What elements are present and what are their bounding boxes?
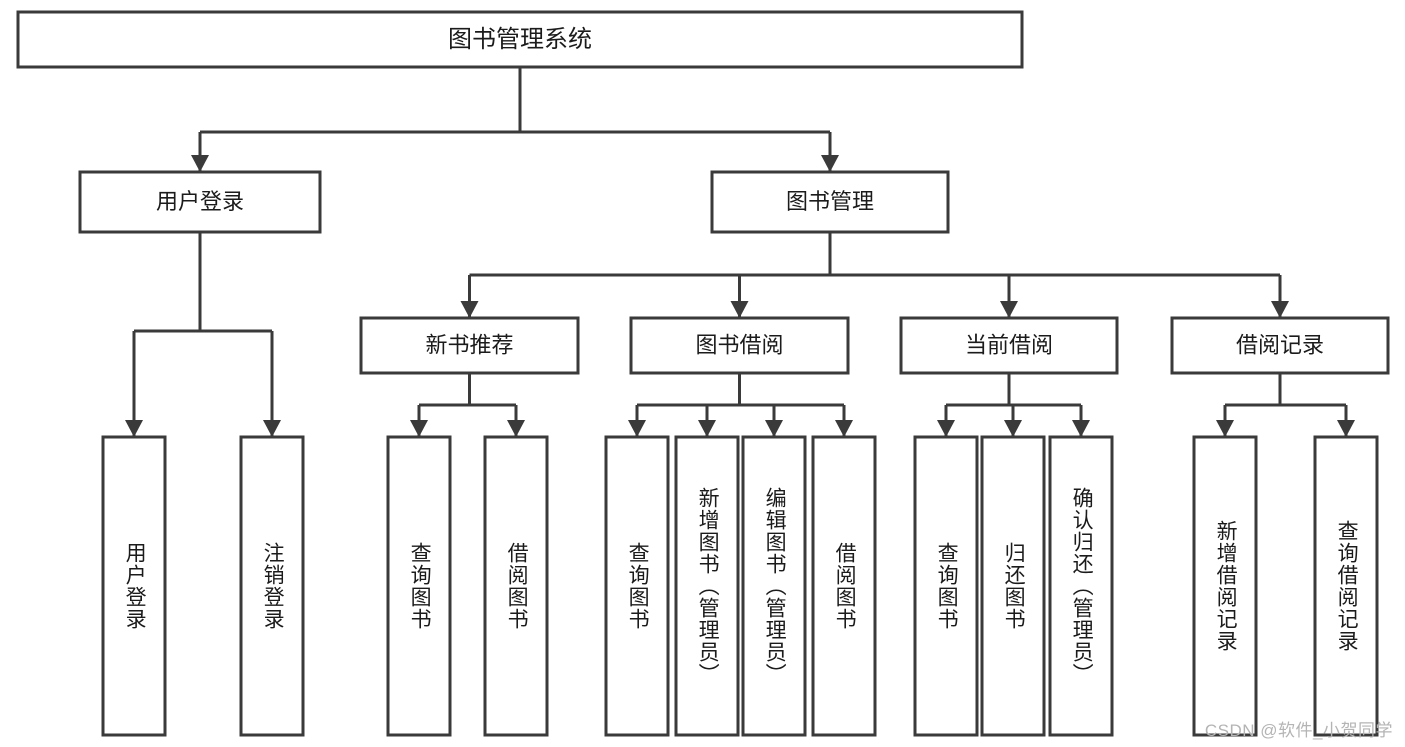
current-borrow-arrow-1 — [1004, 420, 1022, 437]
root-arrow-1 — [821, 155, 839, 172]
node-leaf-query-book-1[interactable] — [386, 435, 452, 737]
user-login-arrow-1 — [263, 420, 281, 437]
watermark-text: CSDN @软件_小贺同学 — [1204, 721, 1393, 740]
book-manage-arrow-2 — [1000, 301, 1018, 318]
node-user-login[interactable] — [78, 170, 322, 234]
node-leaf-return-book[interactable] — [980, 435, 1046, 737]
node-leaf-user-logout[interactable] — [239, 435, 305, 737]
node-borrow-record-label: 借阅记录 — [1236, 332, 1324, 357]
node-leaf-add-record[interactable] — [1192, 435, 1258, 737]
root-arrow-0 — [191, 155, 209, 172]
node-leaf-edit-book[interactable] — [741, 435, 807, 737]
node-leaf-user-login[interactable] — [101, 435, 167, 737]
current-borrow-arrow-2 — [1072, 420, 1090, 437]
book-borrow-arrow-3 — [835, 420, 853, 437]
node-book-manage-label: 图书管理 — [786, 189, 874, 214]
book-manage-arrow-0 — [460, 301, 479, 318]
new-book-recommend-arrow-0 — [410, 420, 428, 437]
node-book-manage[interactable] — [710, 170, 950, 234]
borrow-record-arrow-0 — [1216, 420, 1234, 437]
book-manage-arrow-3 — [1271, 301, 1289, 318]
current-borrow-arrow-0 — [937, 420, 955, 437]
book-borrow-arrow-1 — [698, 420, 716, 437]
node-leaf-borrow-book-2[interactable] — [811, 435, 877, 737]
node-root-label: 图书管理系统 — [448, 26, 592, 53]
node-leaf-query-record[interactable] — [1313, 435, 1379, 737]
node-leaf-confirm-return[interactable] — [1048, 435, 1114, 737]
book-manage-arrow-1 — [730, 301, 749, 318]
borrow-record-arrow-1 — [1337, 420, 1355, 437]
node-book-borrow[interactable] — [629, 316, 850, 375]
connectors-layer — [125, 67, 1355, 437]
node-leaf-add-book[interactable] — [674, 435, 740, 737]
node-book-borrow-label: 图书借阅 — [695, 332, 783, 357]
node-leaf-borrow-book-1[interactable] — [483, 435, 549, 737]
node-borrow-record[interactable] — [1170, 316, 1390, 375]
new-book-recommend-arrow-1 — [507, 420, 525, 437]
node-root[interactable] — [16, 10, 1024, 69]
book-borrow-arrow-0 — [628, 420, 646, 437]
user-login-arrow-0 — [125, 420, 143, 437]
node-user-login-label: 用户登录 — [156, 189, 244, 214]
node-current-borrow[interactable] — [899, 316, 1119, 375]
book-borrow-arrow-2 — [765, 420, 783, 437]
node-new-book-recommend-label: 新书推荐 — [425, 332, 513, 357]
node-leaf-query-book-2[interactable] — [604, 435, 670, 737]
node-current-borrow-label: 当前借阅 — [965, 332, 1053, 357]
node-leaf-query-book-3[interactable] — [913, 435, 979, 737]
node-new-book-recommend[interactable] — [359, 316, 580, 375]
